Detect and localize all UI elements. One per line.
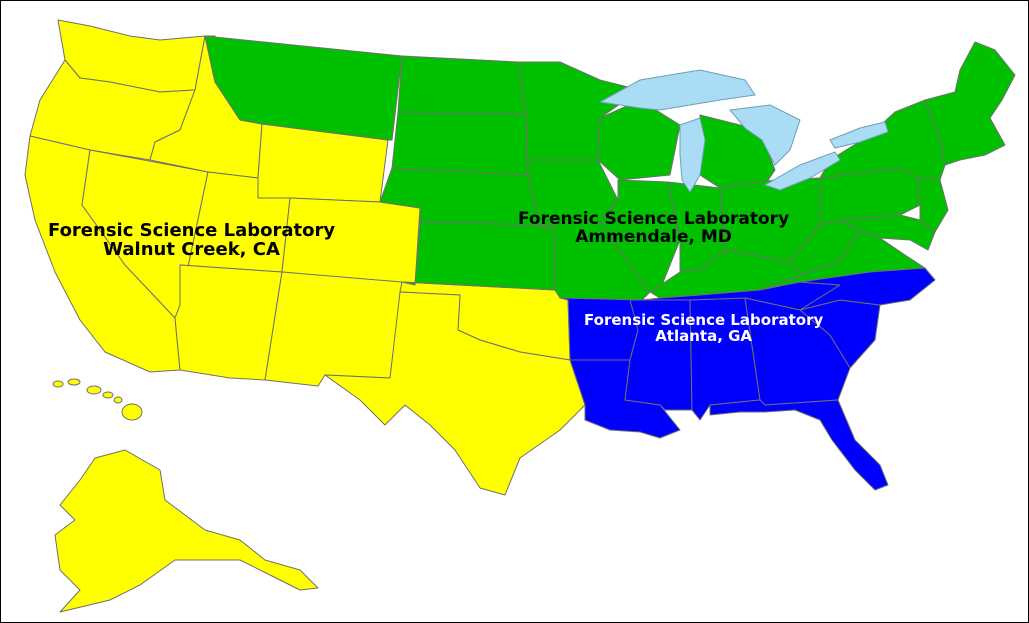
lake-erie [763, 151, 841, 191]
label-ammendale-line2: Ammendale, MD [575, 227, 732, 248]
state-new-mexico [264, 271, 403, 387]
state-alaska [54, 449, 319, 613]
state-arizona [174, 264, 283, 381]
lake-superior [598, 69, 756, 111]
lake-ontario [829, 121, 889, 149]
state-maryland-delaware [839, 214, 936, 251]
state-new-england [924, 41, 1016, 166]
state-montana [204, 35, 403, 141]
label-ammendale: Forensic Science Laboratory Ammendale, M… [518, 210, 789, 247]
hawaii-islands [52, 378, 143, 421]
state-texas [324, 291, 586, 496]
state-florida [709, 399, 889, 491]
label-atlanta-line1: Forensic Science Laboratory [584, 311, 824, 329]
label-ammendale-line1: Forensic Science Laboratory [518, 209, 790, 229]
state-south-dakota [391, 111, 529, 176]
great-lakes [598, 69, 889, 193]
west-region [24, 19, 586, 613]
state-colorado [281, 197, 421, 286]
lake-huron [729, 104, 801, 166]
east-region [204, 35, 1016, 301]
lake-michigan [679, 117, 706, 193]
label-atlanta-line2: Atlanta, GA [655, 327, 753, 346]
south-region [559, 267, 936, 491]
label-walnut-creek: Forensic Science Laboratory Walnut Creek… [48, 221, 335, 260]
label-atlanta: Forensic Science Laboratory Atlanta, GA [584, 311, 824, 346]
label-walnut-creek-line1: Forensic Science Laboratory [48, 220, 336, 241]
label-walnut-creek-line2: Walnut Creek, CA [103, 239, 280, 261]
state-north-carolina [799, 267, 936, 311]
state-north-dakota [397, 55, 527, 115]
state-wisconsin [597, 99, 681, 181]
